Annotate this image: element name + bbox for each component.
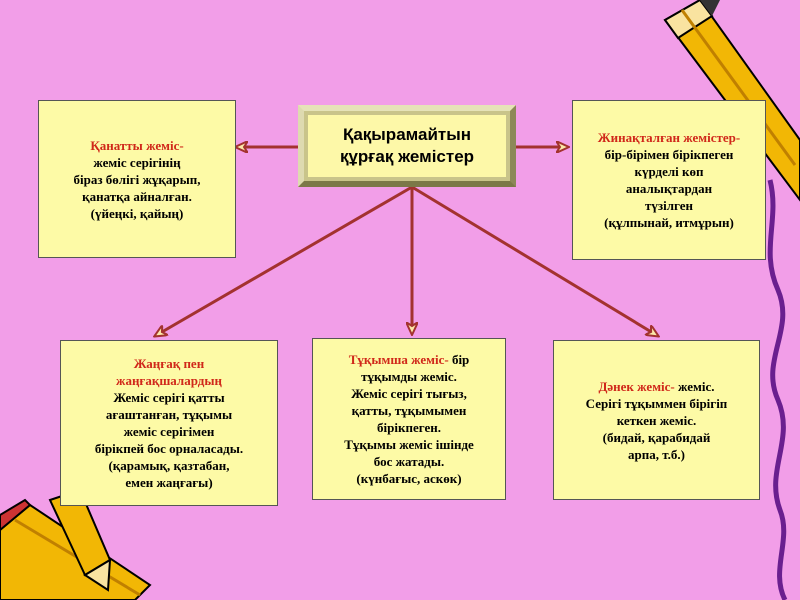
node-line: Қанатты жеміс- — [90, 137, 184, 153]
node-line: түзілген — [644, 198, 693, 213]
node-title-line: Тұқымша жеміс- бір — [349, 351, 470, 368]
node-line: жеміс серігінің — [93, 154, 181, 170]
node-line: кеткен жеміс. — [616, 412, 697, 428]
node-line: Жаңғақ пен — [133, 356, 205, 371]
node-line: бір-бірімен бірікпеген — [604, 147, 734, 162]
node-title-line: Дәнек жеміс- жеміс. — [598, 378, 714, 395]
center-node-line: құрғақ жемістер — [339, 147, 475, 166]
node-line: Жинақталған жемістер- — [597, 130, 741, 145]
node-line: бірікпей бос орналасады. — [94, 441, 244, 456]
node-nut-fruit: Жаңғақ пен жаңғақшалардың Жеміс серігі қ… — [60, 340, 278, 506]
node-line: (бидай, қарабидай — [602, 429, 711, 445]
node-line: қатты, тұқымымен — [351, 403, 467, 418]
node-line: (күнбағыс, аскөк) — [356, 471, 462, 486]
node-line: емен жаңғағы) — [125, 475, 213, 490]
scribble-line-icon — [767, 179, 788, 600]
node-achene-fruit: Тұқымша жеміс- бір тұқымды жеміс. Жеміс … — [312, 338, 506, 500]
node-line: арпа, т.б.) — [628, 446, 685, 462]
center-node-text: Қақырамайтын құрғақ жемістер — [340, 124, 474, 168]
arrow-to-bottom-left — [155, 185, 413, 336]
node-caryopsis-fruit: Дәнек жеміс- жеміс. Серігі тұқыммен бірі… — [553, 340, 760, 500]
center-node-inner — [308, 115, 506, 177]
node-line: (қарамық, қазтабан, — [108, 458, 230, 473]
node-title-rest: бір — [448, 352, 470, 367]
node-line: Тұқымы жеміс ішінде — [344, 437, 474, 452]
node-aggregate-fruit: Жинақталған жемістер- бір-бірімен бірікп… — [572, 100, 766, 260]
node-title-rest: жеміс. — [674, 378, 715, 394]
node-line: аналықтардан — [625, 181, 713, 196]
node-line: қанатқа айналған. — [82, 188, 192, 204]
node-line: бос жатады. — [373, 454, 445, 469]
node-line: Жеміс серігі тығыз, — [351, 386, 467, 401]
node-line: бірікпеген. — [377, 420, 441, 435]
node-line: ағаштанған, тұқымы — [105, 407, 233, 422]
node-line: (үйеңкі, қайың) — [90, 205, 184, 221]
node-line: (құлпынай, итмұрын) — [604, 215, 734, 230]
node-line: жеміс серігімен — [123, 424, 215, 439]
node-line: біраз бөлігі жұқарып, — [73, 171, 201, 187]
node-title: Дәнек жеміс- — [598, 378, 675, 394]
node-line: Жеміс серігі қатты — [113, 390, 225, 405]
node-title: Тұқымша жеміс- — [348, 352, 449, 367]
center-node: Қақырамайтын құрғақ жемістер — [298, 105, 516, 187]
arrow-to-bottom-right — [411, 185, 658, 336]
center-node-line: Қақырамайтын — [342, 125, 472, 144]
node-line: жаңғақшалардың — [116, 373, 222, 388]
node-line: тұқымды жеміс. — [361, 369, 457, 384]
node-line: күрделі көп — [634, 164, 704, 179]
node-line: Серігі тұқыммен бірігіп — [585, 395, 728, 411]
node-winged-fruit: Қанатты жеміс- жеміс серігінің біраз бөл… — [38, 100, 236, 258]
